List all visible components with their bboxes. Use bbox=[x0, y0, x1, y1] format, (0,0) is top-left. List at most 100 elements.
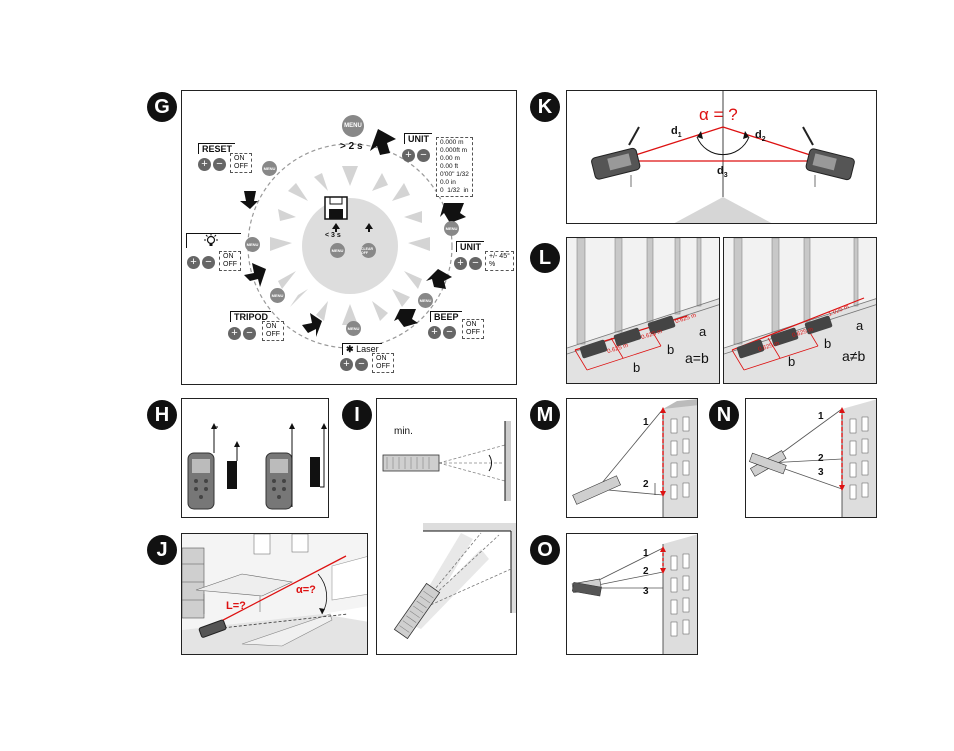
panel-i-measuring-range: min. bbox=[376, 398, 517, 655]
short-press-label: < 3 s bbox=[325, 232, 341, 239]
panel-h-reference bbox=[181, 398, 329, 518]
panel-l-stake-out-equal: 0.625 m 0.625 m 0.625 m a b b a=b bbox=[566, 237, 720, 384]
menu-cycle-graphic bbox=[240, 129, 466, 349]
badge-m: M bbox=[530, 400, 560, 430]
reset-menu-title: RESET bbox=[198, 143, 236, 154]
plus-icon[interactable]: + bbox=[428, 326, 441, 339]
menu-button-unit[interactable]: MENU bbox=[444, 221, 459, 236]
tripod-options: ON OFF bbox=[262, 321, 284, 341]
minus-icon[interactable]: − bbox=[213, 158, 226, 171]
partial-height-graphic bbox=[571, 534, 697, 654]
menu-button-reset[interactable]: MENU bbox=[262, 161, 277, 176]
menu-button-light[interactable]: MENU bbox=[245, 237, 260, 252]
d1-subscript: 1 bbox=[677, 132, 682, 140]
badge-h: H bbox=[147, 400, 177, 430]
tripod-menu-title: TRIPOD bbox=[230, 311, 272, 322]
equation-a-not-equal-b: a≠b bbox=[842, 348, 866, 364]
d2-subscript: 2 bbox=[761, 136, 766, 144]
laser-plus-minus[interactable]: +− bbox=[340, 358, 368, 371]
menu-button-tripod[interactable]: MENU bbox=[270, 288, 285, 303]
long-press-label: > 2 s bbox=[340, 141, 363, 152]
plus-icon[interactable]: + bbox=[228, 327, 241, 340]
minus-icon[interactable]: − bbox=[243, 327, 256, 340]
angle-label: α=? bbox=[296, 584, 316, 596]
min-range-label: min. bbox=[394, 426, 413, 437]
unit-angle-plus-minus[interactable]: +− bbox=[454, 257, 482, 270]
label-a: a bbox=[856, 318, 864, 333]
distance-d3-label: d3 bbox=[717, 165, 728, 179]
badge-g: G bbox=[147, 92, 177, 122]
point-2-label: 2 bbox=[643, 479, 649, 490]
distance-d1-label: d1 bbox=[671, 125, 682, 139]
clear-off-button[interactable]: CLEAR OFF bbox=[361, 243, 376, 258]
unit-menu-title: UNIT bbox=[404, 133, 432, 144]
beep-menu-title: BEEP bbox=[430, 311, 462, 322]
label-b-lower: b bbox=[633, 360, 641, 375]
point-1-label: 1 bbox=[818, 411, 824, 422]
alpha-question-label: α = ? bbox=[699, 105, 738, 124]
device-left bbox=[187, 452, 215, 510]
light-bulb-icon bbox=[204, 234, 218, 246]
minus-icon[interactable]: − bbox=[443, 326, 456, 339]
stake-out-equal-graphic bbox=[567, 238, 719, 383]
menu-button-laser[interactable]: MENU bbox=[346, 321, 361, 336]
pencil-icon-right bbox=[802, 126, 814, 146]
panel-m-indirect-height: 1 2 bbox=[566, 398, 698, 518]
length-label: L=? bbox=[226, 600, 246, 612]
laser-title-text: Laser bbox=[356, 344, 379, 354]
unit-options: 0.000 m 0.000ft m 0.00 m 0.00 ft 0'00" 1… bbox=[436, 137, 473, 197]
panel-n-indirect-height-3pt: 1 2 3 bbox=[745, 398, 877, 518]
badge-i: I bbox=[342, 400, 372, 430]
plus-icon[interactable]: + bbox=[454, 257, 467, 270]
badge-k: K bbox=[530, 92, 560, 122]
light-options: ON OFF bbox=[219, 251, 241, 271]
plus-icon[interactable]: + bbox=[198, 158, 211, 171]
label-b-lower: b bbox=[788, 354, 796, 369]
unit-angle-options: +/- 45° % bbox=[485, 251, 514, 271]
point-2-label: 2 bbox=[818, 453, 824, 464]
indirect-height-3pt-graphic bbox=[748, 399, 876, 517]
minus-icon[interactable]: − bbox=[202, 256, 215, 269]
panel-k-angle-calculation: α = ? d1 d2 d3 bbox=[566, 90, 877, 224]
reset-plus-minus[interactable]: +− bbox=[198, 158, 226, 171]
unit-plus-minus[interactable]: +− bbox=[402, 149, 430, 162]
equation-a-equals-b: a=b bbox=[685, 350, 709, 366]
d3-letter: d bbox=[717, 165, 724, 177]
label-a: a bbox=[699, 324, 707, 339]
device-right bbox=[265, 452, 293, 510]
unit-angle-menu-title: UNIT bbox=[456, 241, 484, 252]
light-menu-title bbox=[186, 233, 241, 248]
pencil-icon-left bbox=[628, 126, 640, 146]
point-3-label: 3 bbox=[643, 586, 649, 597]
point-3-label: 3 bbox=[818, 467, 824, 478]
plus-icon[interactable]: + bbox=[340, 358, 353, 371]
badge-l: L bbox=[530, 243, 560, 273]
beep-plus-minus[interactable]: +− bbox=[428, 326, 456, 339]
angle-calculation-graphic bbox=[591, 91, 855, 223]
minus-icon[interactable]: − bbox=[469, 257, 482, 270]
light-plus-minus[interactable]: +− bbox=[187, 256, 215, 269]
label-b-upper: b bbox=[824, 336, 832, 351]
room-measurement-graphic bbox=[182, 534, 367, 654]
menu-button-unit-angle[interactable]: MENU bbox=[418, 293, 433, 308]
label-b-upper: b bbox=[667, 342, 675, 357]
plus-icon[interactable]: + bbox=[187, 256, 200, 269]
badge-n: N bbox=[709, 400, 739, 430]
reference-point-graphic bbox=[187, 423, 327, 510]
tripod-plus-minus[interactable]: +− bbox=[228, 327, 256, 340]
minus-icon[interactable]: − bbox=[355, 358, 368, 371]
laser-options: ON OFF bbox=[372, 353, 394, 373]
panel-l-stake-out-unequal: 1.025 m 0.625 m 0.625 m a b b a≠b bbox=[723, 237, 877, 384]
minus-icon[interactable]: − bbox=[417, 149, 430, 162]
menu-button-top[interactable]: MENU bbox=[342, 115, 364, 137]
panel-g-menu-diagram: MENU > 2 s < 3 s MENU CLEAR OFF UNIT +− … bbox=[181, 90, 517, 385]
device-left bbox=[591, 147, 641, 180]
d1-letter: d bbox=[671, 125, 678, 137]
menu-button-center[interactable]: MENU bbox=[330, 243, 345, 258]
indirect-height-graphic bbox=[572, 399, 697, 517]
laser-star-icon: ✱ bbox=[346, 344, 354, 354]
laser-menu-title: ✱ Laser bbox=[342, 343, 382, 355]
stake-out-unequal-graphic bbox=[724, 238, 876, 383]
device-right bbox=[805, 148, 855, 181]
plus-icon[interactable]: + bbox=[402, 149, 415, 162]
